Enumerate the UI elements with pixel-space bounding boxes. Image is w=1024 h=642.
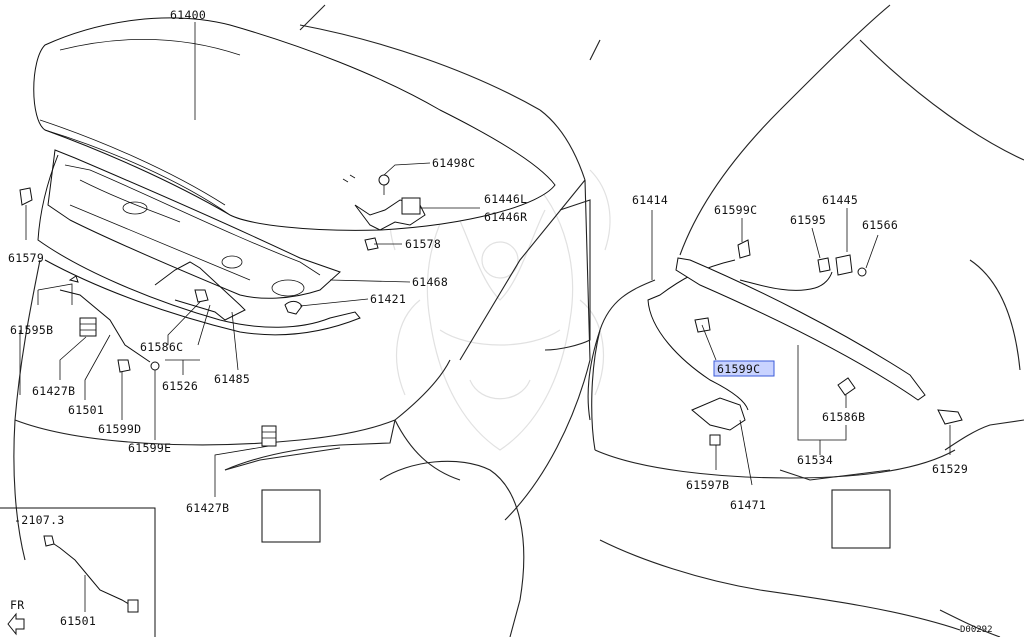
label-61471[interactable]: 61471: [730, 498, 766, 512]
direction-label: FR: [10, 598, 24, 612]
label-61595B[interactable]: 61595B: [10, 323, 53, 337]
label-61599E[interactable]: 61599E: [128, 441, 171, 455]
label-61599C-a[interactable]: 61599C: [714, 203, 757, 217]
label-61595[interactable]: 61595: [790, 213, 826, 227]
label-61468[interactable]: 61468: [412, 275, 448, 289]
weatherstrip-61485: [37, 154, 361, 336]
label-61599C-b-highlighted[interactable]: 61599C: [717, 362, 760, 376]
hood-hinge-61446: [354, 174, 426, 231]
label-61498C[interactable]: 61498C: [432, 156, 475, 170]
cable-61526: [154, 261, 246, 321]
label-61400[interactable]: 61400: [170, 8, 206, 22]
inset-cable-61501: [47, 539, 133, 607]
label-61421[interactable]: 61421: [370, 292, 406, 306]
leader-lines: [19, 22, 951, 497]
label-61578[interactable]: 61578: [405, 237, 441, 251]
left-labels: 61400 61498C 61446L 61446R 61578 61468 6…: [8, 8, 527, 515]
label-61485[interactable]: 61485: [214, 372, 250, 386]
hood-inner-panel: [47, 149, 341, 299]
label-61427B-a[interactable]: 61427B: [32, 384, 75, 398]
label-61579[interactable]: 61579: [8, 251, 44, 265]
inset-panel: -2107.3 61501 FR: [0, 507, 156, 637]
label-61446L[interactable]: 61446L: [484, 192, 527, 206]
label-61501-a[interactable]: 61501: [68, 403, 104, 417]
label-61597B[interactable]: 61597B: [686, 478, 729, 492]
hood-61400: [33, 17, 556, 231]
label-61414[interactable]: 61414: [632, 193, 668, 207]
right-vehicle-body: [587, 4, 1024, 638]
front-arrow-icon: [7, 612, 25, 636]
left-small-parts: [19, 187, 379, 447]
diagram-code: D00292: [960, 625, 993, 635]
label-61586B[interactable]: 61586B: [822, 410, 865, 424]
label-61446R[interactable]: 61446R: [484, 210, 527, 224]
label-61534[interactable]: 61534: [797, 453, 833, 467]
label-61445[interactable]: 61445: [822, 193, 858, 207]
label-61566[interactable]: 61566: [862, 218, 898, 232]
inset-part-label[interactable]: 61501: [60, 614, 96, 628]
label-61526[interactable]: 61526: [162, 379, 198, 393]
right-labels: 61414 61599C 61445 61595 61566 61599C 61…: [632, 193, 968, 512]
highlight-box: [713, 360, 775, 377]
label-61599D[interactable]: 61599D: [98, 422, 141, 436]
weatherstrip-61534: [675, 257, 926, 401]
right-small-parts: [691, 239, 963, 446]
inset-range-label: -2107.3: [14, 513, 65, 527]
label-61529[interactable]: 61529: [932, 462, 968, 476]
left-vehicle-body: [13, 4, 601, 638]
label-61586C[interactable]: 61586C: [140, 340, 183, 354]
label-61427B-b[interactable]: 61427B: [186, 501, 229, 515]
